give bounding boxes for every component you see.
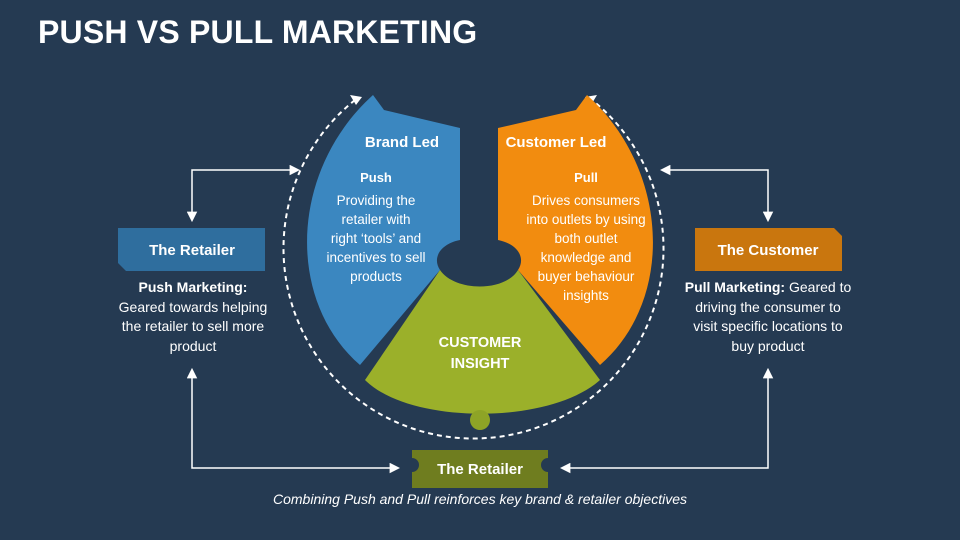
pull-heading: Customer Led: [506, 134, 607, 151]
push-heading: Brand Led: [365, 134, 439, 151]
pull-marketing-label: Pull Marketing:: [684, 279, 786, 295]
push-line-4: incentives to sell: [326, 250, 425, 265]
pull-line-6: insights: [563, 288, 609, 303]
connector-right-bottom: [559, 367, 774, 474]
pull-marketing-text: Geared to driving the consumer to visit …: [693, 279, 852, 354]
page-title: PUSH VS PULL MARKETING: [38, 14, 478, 50]
connector-left-bottom: [186, 367, 401, 474]
push-line-1: Providing the: [337, 193, 416, 208]
push-segment[interactable]: [307, 95, 460, 365]
customer-tag[interactable]: [695, 228, 842, 271]
footer-caption: Combining Push and Pull reinforces key b…: [273, 491, 687, 507]
pull-line-5: buyer behaviour: [538, 269, 635, 284]
bottom-retailer-tag[interactable]: [412, 450, 548, 488]
pull-segment[interactable]: [498, 95, 653, 365]
customer-insight-segment[interactable]: [365, 270, 600, 414]
push-sub: Push: [360, 170, 392, 185]
dashed-ring-arrow-left: [350, 95, 362, 105]
push-line-3: right ‘tools’ and: [331, 231, 421, 246]
bottom-retailer-tag-label: The Retailer: [437, 461, 523, 478]
customer-tag-label: The Customer: [718, 242, 819, 259]
dashed-ring: [282, 99, 665, 440]
pull-line-3: both outlet: [554, 231, 617, 246]
right-panel-description: Pull Marketing: Geared to driving the co…: [682, 278, 854, 356]
pull-line-2: into outlets by using: [526, 212, 645, 227]
retailer-tag-label: The Retailer: [149, 242, 235, 259]
retailer-tag[interactable]: [118, 228, 265, 271]
pull-sub: Pull: [574, 170, 598, 185]
push-marketing-text: Geared towards helping the retailer to s…: [118, 298, 268, 354]
left-panel-description: Push Marketing: Geared towards helping t…: [112, 278, 274, 356]
push-marketing-label: Push Marketing:: [138, 279, 248, 295]
insight-line-1: CUSTOMER: [439, 335, 522, 351]
push-line-2: retailer with: [341, 212, 410, 227]
pull-line-1: Drives consumers: [532, 193, 640, 208]
insight-dot: [470, 410, 490, 430]
push-line-5: products: [350, 269, 402, 284]
connector-right-top: [659, 164, 774, 223]
pull-line-4: knowledge and: [541, 250, 632, 265]
connector-left-top: [186, 164, 301, 223]
insight-line-2: INSIGHT: [451, 356, 510, 372]
